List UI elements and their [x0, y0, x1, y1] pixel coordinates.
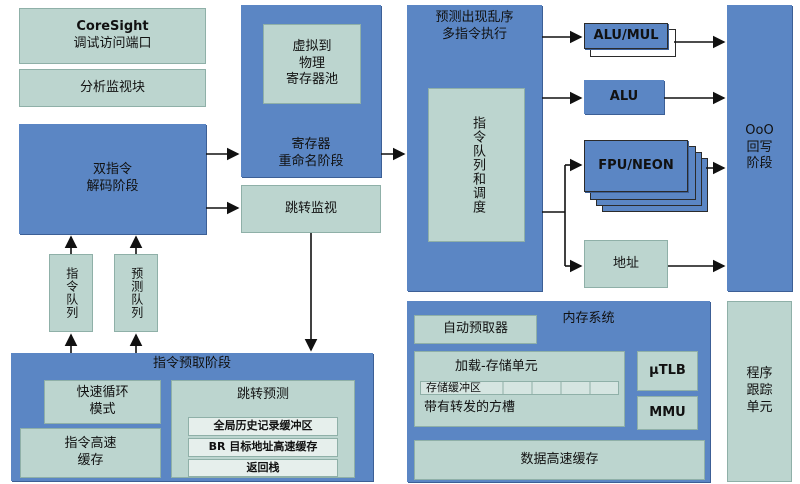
fetch-stage-title: 指令预取阶段: [152, 356, 231, 371]
load-store-title: 加载-存储单元: [455, 359, 538, 374]
schedule-queue: 指令队列和调度: [428, 88, 525, 242]
data-cache: 数据高速缓存: [414, 440, 705, 480]
alu-mul-unit: ALU/MUL: [584, 23, 668, 49]
branch-monitor: 跳转监视: [241, 185, 381, 233]
memory-system-label: 内存系统: [562, 311, 615, 326]
virtual-register-pool: 虚拟到 物理 寄存器池: [263, 24, 361, 104]
store-buffer-slots: [420, 381, 619, 395]
trace-analysis-block: 分析监视块: [19, 69, 206, 107]
micro-tlb: μTLB: [637, 351, 698, 391]
instruction-cache: 指令高速 缓存: [20, 428, 161, 478]
return-stack: 返回栈: [188, 459, 338, 477]
fpu-neon-unit: FPU/NEON: [584, 140, 688, 192]
branch-prediction-title: 跳转预测: [236, 387, 289, 402]
address-unit: 地址: [584, 240, 668, 288]
forwarding-slots-label: 带有转发的方槽: [424, 399, 516, 415]
prediction-queue: 预测队列: [114, 254, 158, 332]
dual-decode-stage: 双指令 解码阶段: [19, 124, 206, 234]
mmu: MMU: [637, 396, 698, 430]
instruction-queue: 指令队列: [49, 254, 93, 332]
program-trace-unit: 程序 跟踪 单元: [727, 301, 792, 482]
global-history-buffer: 全局历史记录缓冲区: [188, 417, 338, 436]
rename-stage-label: 寄存器 重命名阶段: [278, 137, 344, 170]
branch-target-cache: BR 目标地址高速缓存: [188, 438, 338, 457]
ooo-issue-label: 预测出现乱序 多指令执行: [435, 10, 514, 42]
auto-prefetcher: 自动预取器: [414, 315, 537, 344]
coresight-title: CoreSight: [76, 19, 149, 35]
ooo-writeback-stage: OoO 回写 阶段: [727, 5, 792, 291]
coresight-block: CoreSight 调试访问端口: [19, 8, 206, 64]
coresight-subtitle: 调试访问端口: [73, 36, 152, 51]
fast-loop-mode: 快速循环 模式: [44, 380, 161, 424]
store-buffer-label: 存储缓冲区: [426, 380, 481, 394]
alu-unit: ALU: [584, 80, 664, 114]
